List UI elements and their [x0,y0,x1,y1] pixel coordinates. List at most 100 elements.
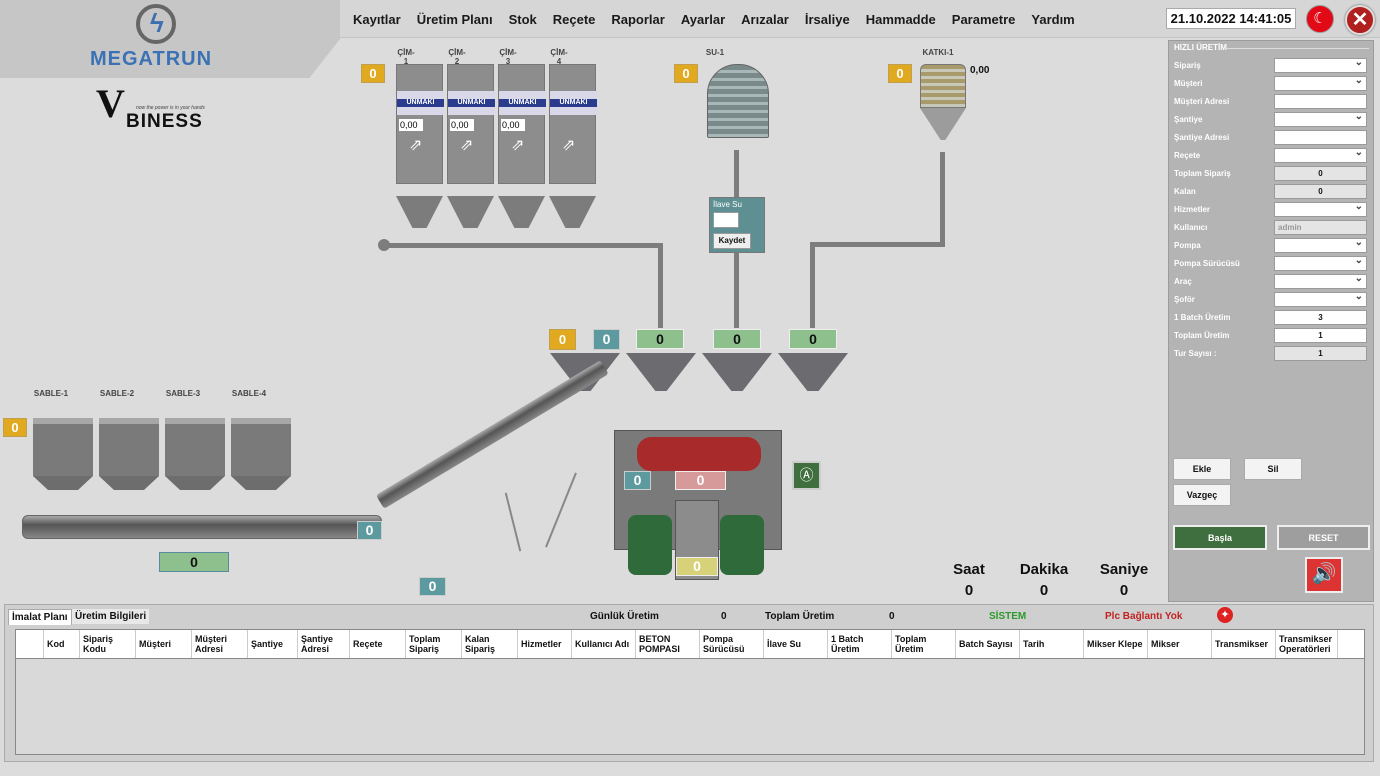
field-dropdown[interactable] [1274,200,1367,217]
field-input[interactable]: 1 [1274,346,1367,361]
ilave-su-input[interactable] [713,212,739,228]
bottom-panel: İmalat Planı Üretim Bilgileri Günlük Üre… [4,604,1374,762]
cement-pipe-end [378,239,390,251]
plc-status-label: Plc Bağlantı Yok [1105,611,1183,622]
conveyor-support-b [545,472,577,548]
share-icon[interactable]: ⇗ [460,137,474,154]
total-production-label: Toplam Üretim [765,611,835,622]
menu-item-2[interactable]: Stok [508,11,537,27]
grid-column-header[interactable]: Toplam Üretim [892,630,956,658]
additive-scale: 0 [789,329,837,349]
grid-column-header[interactable]: Pompa Sürücüsü [700,630,764,658]
grid-column-header[interactable]: 1 Batch Üretim [828,630,892,658]
field-dropdown[interactable] [1274,146,1367,163]
field-input[interactable]: 0 [1274,184,1367,199]
field-dropdown[interactable] [1274,236,1367,253]
menu-item-7[interactable]: İrsaliye [804,11,850,27]
grid-column-header[interactable]: Şantiye [248,630,298,658]
menu-item-10[interactable]: Yardım [1031,11,1075,27]
water-label: SU-1 [705,48,725,57]
field-label: Pompa [1174,241,1201,250]
field-label: Şantiye [1174,115,1203,124]
production-grid-body[interactable] [15,659,1365,755]
grid-column-header[interactable]: Reçete [350,630,406,658]
cement-silo: UNMAKI⇗ [549,64,597,184]
menu-item-9[interactable]: Parametre [951,11,1016,27]
grid-column-header[interactable]: Mikser Klepe [1084,630,1148,658]
silo-brand-stripe [397,99,444,107]
menu-item-5[interactable]: Ayarlar [680,11,726,27]
grid-column-header[interactable]: Kullanıcı Adı [572,630,636,658]
mixer-center-value: 0 [675,471,726,490]
biness-logo-tagline: now the power is in your hands [136,105,205,111]
hour-label: Saat [953,561,985,578]
share-icon[interactable]: ⇗ [562,137,576,154]
field-input[interactable]: 1 [1274,328,1367,343]
grid-column-header[interactable]: Mikser [1148,630,1212,658]
grid-column-header[interactable]: Toplam Sipariş [406,630,462,658]
hopper-additive [778,353,848,391]
menu-item-8[interactable]: Hammadde [865,11,936,27]
mixer-control-icon[interactable]: Ⓐ [792,461,821,490]
grid-column-header[interactable]: İlave Su [764,630,828,658]
start-button[interactable]: Başla [1173,525,1267,550]
sable-bin-cone [165,476,225,490]
grid-column-header[interactable]: Şantiye Adresi [298,630,350,658]
field-input[interactable] [1274,94,1367,109]
scale-small-teal: 0 [593,329,620,350]
field-dropdown[interactable] [1274,74,1367,91]
tab-imalat-plani[interactable]: İmalat Planı [8,609,72,625]
water-badge: 0 [674,64,698,83]
field-input[interactable]: 3 [1274,310,1367,325]
menu-item-6[interactable]: Arızalar [741,11,789,27]
grid-column-header[interactable]: Tarih [1020,630,1084,658]
field-dropdown[interactable] [1274,272,1367,289]
add-button[interactable]: Ekle [1173,458,1231,480]
speaker-icon[interactable]: 🔊 [1305,557,1343,593]
cement-silo-value: 0,00 [450,119,474,131]
grid-column-header[interactable]: Müşteri [136,630,192,658]
second-label: Saniye [1099,561,1149,578]
share-icon[interactable]: ⇗ [409,137,423,154]
menu-item-3[interactable]: Reçete [552,11,596,27]
field-dropdown[interactable] [1274,110,1367,127]
cancel-button[interactable]: Vazgeç [1173,484,1231,506]
grid-column-header[interactable]: Hizmetler [518,630,572,658]
sable-bin [33,418,93,476]
field-input[interactable] [1274,130,1367,145]
cement-silo-label: ÇİM-4 [550,48,568,66]
grid-column-header[interactable]: Transmikser [1212,630,1276,658]
cement-silo-cone [498,196,545,228]
field-dropdown[interactable] [1274,290,1367,307]
field-dropdown[interactable] [1274,254,1367,271]
close-icon[interactable]: ✕ [1345,5,1375,35]
hopper-cement [626,353,696,391]
grid-column-header[interactable]: Sipariş Kodu [80,630,136,658]
grid-column-header[interactable]: Batch Sayısı [956,630,1020,658]
grid-column-header[interactable]: Kalan Sipariş [462,630,518,658]
cement-silo-label: ÇİM-3 [499,48,517,66]
sable-bin-cone [231,476,291,490]
delete-button[interactable]: Sil [1244,458,1302,480]
field-label: Şoför [1174,295,1195,304]
minute-label: Dakika [1019,561,1069,578]
menu-item-4[interactable]: Raporlar [611,11,665,27]
tab-uretim-bilgileri[interactable]: Üretim Bilgileri [72,609,150,624]
grid-column-header[interactable]: Kod [44,630,80,658]
turkish-flag-icon[interactable]: ☾ [1306,5,1334,33]
field-dropdown[interactable] [1274,56,1367,73]
main-menu: Kayıtlar Üretim Planı Stok Reçete Raporlar Ay… [345,0,1083,38]
reset-button[interactable]: RESET [1277,525,1370,550]
field-input[interactable]: 0 [1274,166,1367,181]
grid-column-header[interactable]: BETON POMPASI [636,630,700,658]
menu-item-1[interactable]: Üretim Planı [416,11,493,27]
menu-item-0[interactable]: Kayıtlar [353,11,401,27]
additive-tank [920,64,966,108]
save-button[interactable]: Kaydet [713,233,751,249]
grid-column-header[interactable]: Transmikser Operatörleri [1276,630,1338,658]
field-input[interactable]: admin [1274,220,1367,235]
share-icon[interactable]: ⇗ [511,137,525,154]
grid-column-header[interactable]: Müşteri Adresi [192,630,248,658]
horizontal-conveyor [22,515,382,539]
megatrun-logo-icon [136,4,176,44]
